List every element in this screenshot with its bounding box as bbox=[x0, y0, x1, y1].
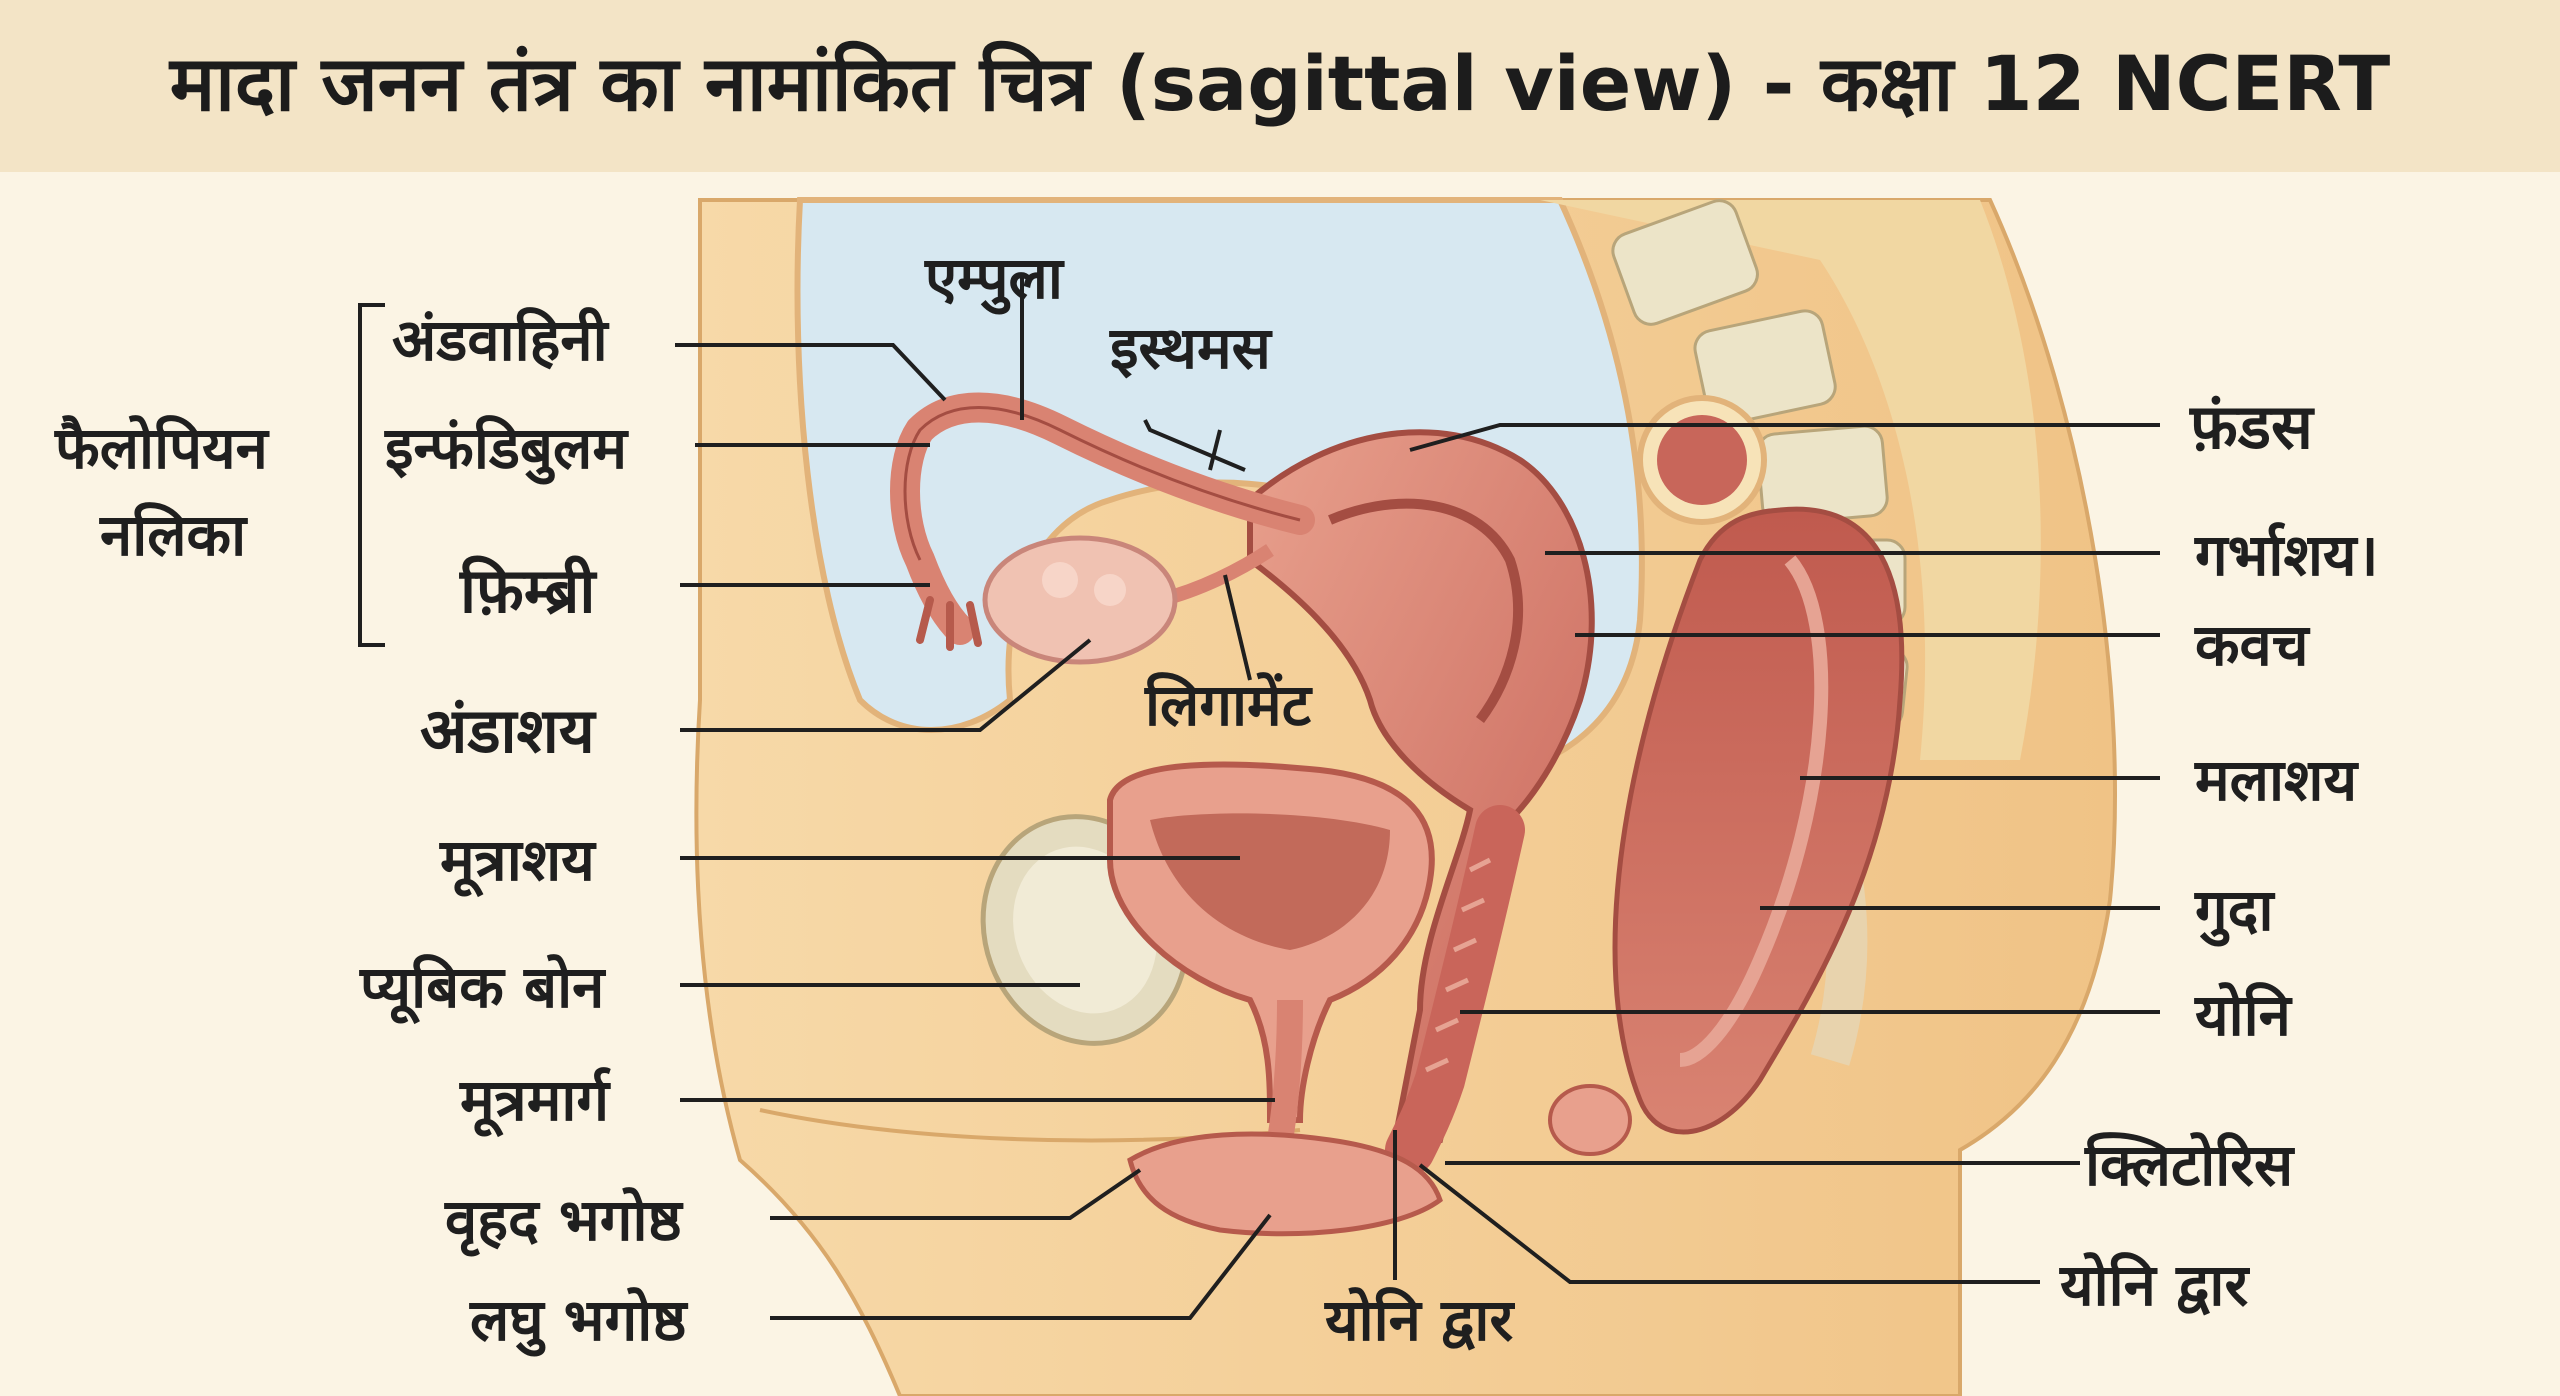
label-yoni-dwar-bottom: योनि द्वार bbox=[1324, 1286, 1515, 1354]
label-ligament: लिगामेंट bbox=[1144, 671, 1313, 739]
label-clitoris: क्लिटोरिस bbox=[2084, 1131, 2295, 1199]
label-andvahini: अंडवाहिनी bbox=[392, 306, 610, 374]
label-yoni: योनि bbox=[2194, 981, 2293, 1049]
fallopian-tube-outline bbox=[903, 406, 1301, 561]
fallopian-bracket bbox=[358, 303, 385, 647]
label-vrihad-bhagoshth: वृहद भगोष्ठ bbox=[444, 1186, 683, 1257]
label-kavach: कवच bbox=[2194, 611, 2311, 679]
label-andashay: अंडाशय bbox=[420, 694, 597, 767]
label-fallopian-line1: फैलोपियन bbox=[54, 414, 270, 482]
uterus-cavity bbox=[1328, 498, 1524, 723]
vessel-section bbox=[1637, 395, 1767, 525]
label-isthmus: इस्थमस bbox=[1109, 314, 1273, 382]
page-title: मादा जनन तंत्र का नामांकित चित्र (sagitt… bbox=[169, 39, 2391, 128]
ovary-follicle bbox=[1042, 562, 1078, 598]
vulva bbox=[1127, 1131, 1443, 1237]
label-fallopian-line2: नलिका bbox=[99, 501, 248, 569]
rectum-lumen bbox=[1679, 555, 1829, 1067]
anus bbox=[1548, 1084, 1632, 1156]
label-malashay: मलाशय bbox=[2194, 746, 2359, 814]
label-yoni-dwar-right: योनि द्वार bbox=[2059, 1251, 2250, 1319]
ovary-follicle bbox=[1094, 574, 1126, 606]
label-ampula: एम्पुला bbox=[924, 244, 1065, 315]
label-mutrashay: मूत्राशय bbox=[439, 826, 597, 898]
bladder-lumen bbox=[1150, 813, 1390, 950]
urethra bbox=[1267, 999, 1303, 1143]
label-fundus: फ़ंडस bbox=[2189, 390, 2315, 463]
label-fimbri: फ़िम्ब्री bbox=[459, 554, 597, 627]
title-bar: मादा जनन तंत्र का नामांकित चित्र (sagitt… bbox=[0, 0, 2560, 172]
label-guda: गुदा bbox=[2194, 876, 2275, 947]
label-laghu-bhagoshth: लघु भगोष्ठ bbox=[469, 1286, 688, 1357]
label-infundibulum: इन्फंडिबुलम bbox=[384, 414, 629, 485]
label-mutramarg: मूत्रमार्ग bbox=[459, 1066, 611, 1138]
ovary bbox=[982, 535, 1178, 665]
vagina-canal bbox=[1385, 805, 1525, 1175]
fimbriae bbox=[916, 596, 1008, 651]
label-pubic-bone: प्यूबिक बोन bbox=[359, 953, 606, 1025]
leader-lines bbox=[675, 275, 2160, 1320]
label-garbhashay: गर्भाशय। bbox=[2194, 521, 2379, 589]
vagina-rugae bbox=[1424, 857, 1492, 1073]
